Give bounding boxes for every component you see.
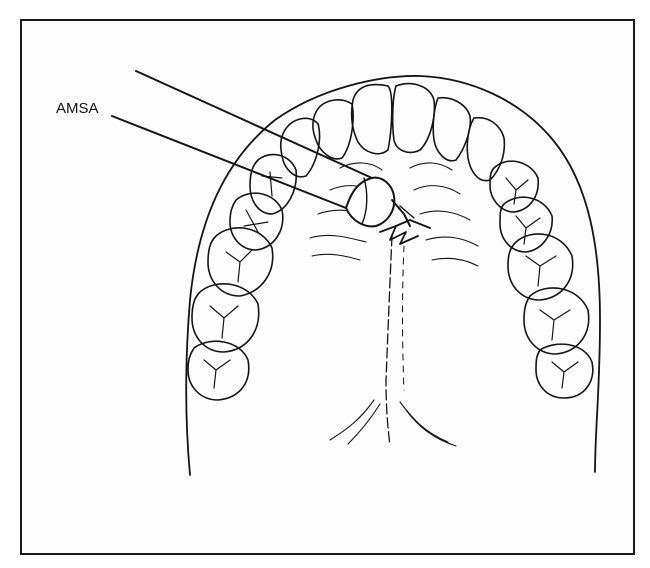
tooth-canine-left bbox=[467, 118, 504, 181]
tooth-premolar-right-2 bbox=[230, 193, 283, 250]
instrument-shaft-top bbox=[136, 71, 372, 178]
tooth-molar-right-3 bbox=[188, 341, 249, 400]
palatal-raphe bbox=[386, 236, 392, 445]
palatal-rugae bbox=[310, 163, 478, 266]
tooth-incisor-left-lateral bbox=[433, 98, 470, 161]
tooth-incisor-left-central bbox=[393, 84, 435, 153]
instrument-handpiece-tip bbox=[346, 178, 394, 227]
amsa-label: AMSA bbox=[56, 100, 99, 117]
tooth-incisor-right-central bbox=[352, 85, 392, 154]
soft-palate-folds bbox=[330, 400, 456, 446]
tooth-premolar-right-1 bbox=[250, 155, 296, 214]
injection-site-mark bbox=[380, 220, 430, 244]
instrument-shaft-bottom bbox=[112, 116, 346, 208]
amsa-instrument bbox=[112, 71, 414, 226]
tooth-premolar-left-2 bbox=[500, 197, 552, 252]
